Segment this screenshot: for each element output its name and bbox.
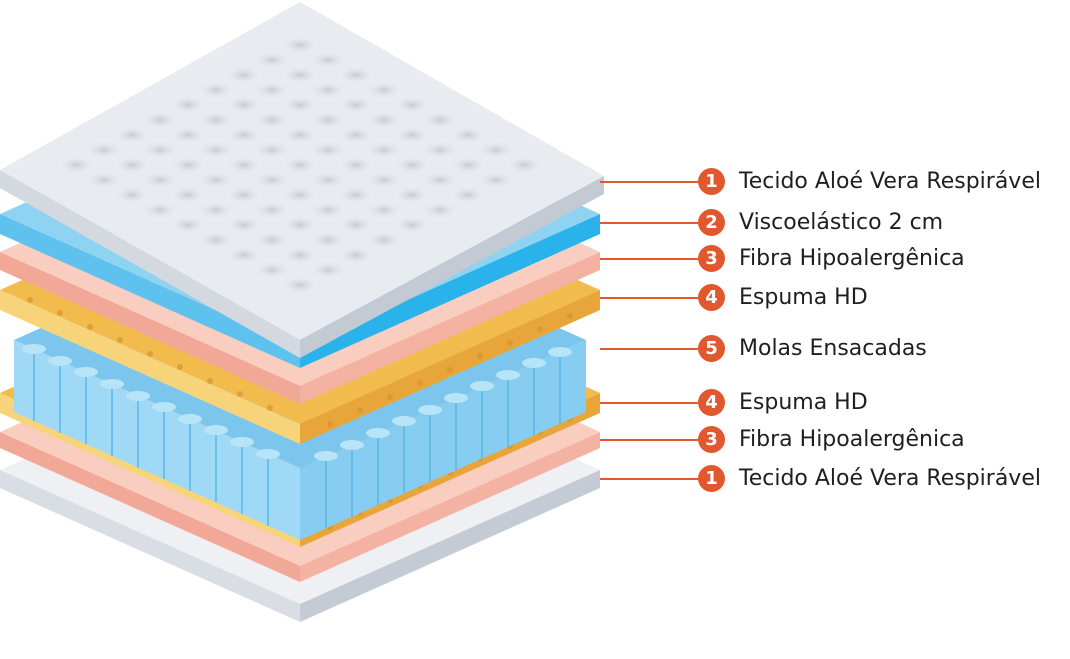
quilt-dimple <box>198 81 234 99</box>
quilt-dimple <box>226 126 262 144</box>
quilt-dimple <box>170 126 206 144</box>
quilt-dimple <box>254 141 290 159</box>
quilt-dimple <box>282 156 318 174</box>
top-fabric-layer <box>0 2 604 358</box>
quilt-dimple <box>282 126 318 144</box>
quilt-dimple <box>394 156 430 174</box>
quilt-dimple <box>338 126 374 144</box>
quilt-dimple <box>254 81 290 99</box>
quilt-dimple <box>282 276 318 294</box>
quilt-dimple <box>366 231 402 249</box>
quilt-dimple <box>394 126 430 144</box>
quilt-dimple <box>170 96 206 114</box>
quilt-dimple <box>86 141 122 159</box>
quilt-dimple <box>282 186 318 204</box>
quilt-dimple <box>422 111 458 129</box>
quilt-dimple <box>198 171 234 189</box>
quilt-dimple <box>114 186 150 204</box>
quilt-dimple <box>366 111 402 129</box>
quilt-dimple <box>394 186 430 204</box>
quilt-dimple <box>282 36 318 54</box>
quilt-dimple <box>310 201 346 219</box>
quilt-dimple <box>226 66 262 84</box>
quilt-dimple <box>114 156 150 174</box>
quilt-dimple <box>310 171 346 189</box>
quilt-dimple <box>226 216 262 234</box>
quilt-dimple <box>338 156 374 174</box>
quilt-dimple <box>114 126 150 144</box>
quilt-dimple <box>198 111 234 129</box>
quilt-dimple <box>394 96 430 114</box>
quilt-dimple <box>86 171 122 189</box>
quilt-dimple <box>338 96 374 114</box>
quilt-dimple <box>310 51 346 69</box>
quilt-dimple <box>422 141 458 159</box>
quilt-dimple <box>366 81 402 99</box>
quilt-dimple <box>422 201 458 219</box>
quilt-dimple <box>170 186 206 204</box>
quilt-dimple <box>310 81 346 99</box>
quilt-dimple <box>226 246 262 264</box>
quilt-dimple <box>338 246 374 264</box>
quilt-dimple <box>254 231 290 249</box>
quilt-dimple <box>366 141 402 159</box>
quilt-dimple <box>450 186 486 204</box>
quilt-dimple <box>422 171 458 189</box>
quilt-dimple <box>142 171 178 189</box>
quilt-dimple <box>254 201 290 219</box>
quilt-dimple <box>282 216 318 234</box>
quilt-dimple <box>366 201 402 219</box>
quilt-dimple <box>142 111 178 129</box>
quilt-dimple <box>310 111 346 129</box>
quilt-dimple <box>394 216 430 234</box>
quilt-dimple <box>142 141 178 159</box>
quilt-dimple <box>58 156 94 174</box>
quilt-dimple <box>366 171 402 189</box>
quilt-dimple <box>254 171 290 189</box>
quilt-dimple <box>198 201 234 219</box>
quilt-dimple <box>506 156 542 174</box>
quilt-dimple <box>310 261 346 279</box>
quilt-dimple <box>226 156 262 174</box>
quilt-dimple <box>254 51 290 69</box>
quilt-dimple <box>282 66 318 84</box>
quilt-dimple <box>198 141 234 159</box>
quilt-dimple <box>338 66 374 84</box>
quilt-dimple <box>338 216 374 234</box>
quilt-dimple <box>226 186 262 204</box>
quilt-dimple <box>310 141 346 159</box>
quilt-dimple <box>478 171 514 189</box>
quilt-dimple <box>226 96 262 114</box>
quilt-dimple <box>478 141 514 159</box>
quilt-dimple <box>254 261 290 279</box>
quilt-dimple <box>170 216 206 234</box>
quilt-dimple <box>282 96 318 114</box>
quilt-dimple <box>338 186 374 204</box>
quilt-dimple <box>450 156 486 174</box>
quilt-dimple <box>198 231 234 249</box>
quilt-dimple <box>310 231 346 249</box>
quilting-dimples <box>58 36 542 294</box>
quilt-dimple <box>450 126 486 144</box>
quilt-dimple <box>142 201 178 219</box>
quilt-dimple <box>254 111 290 129</box>
quilt-dimple <box>170 156 206 174</box>
quilt-dimple <box>282 246 318 264</box>
